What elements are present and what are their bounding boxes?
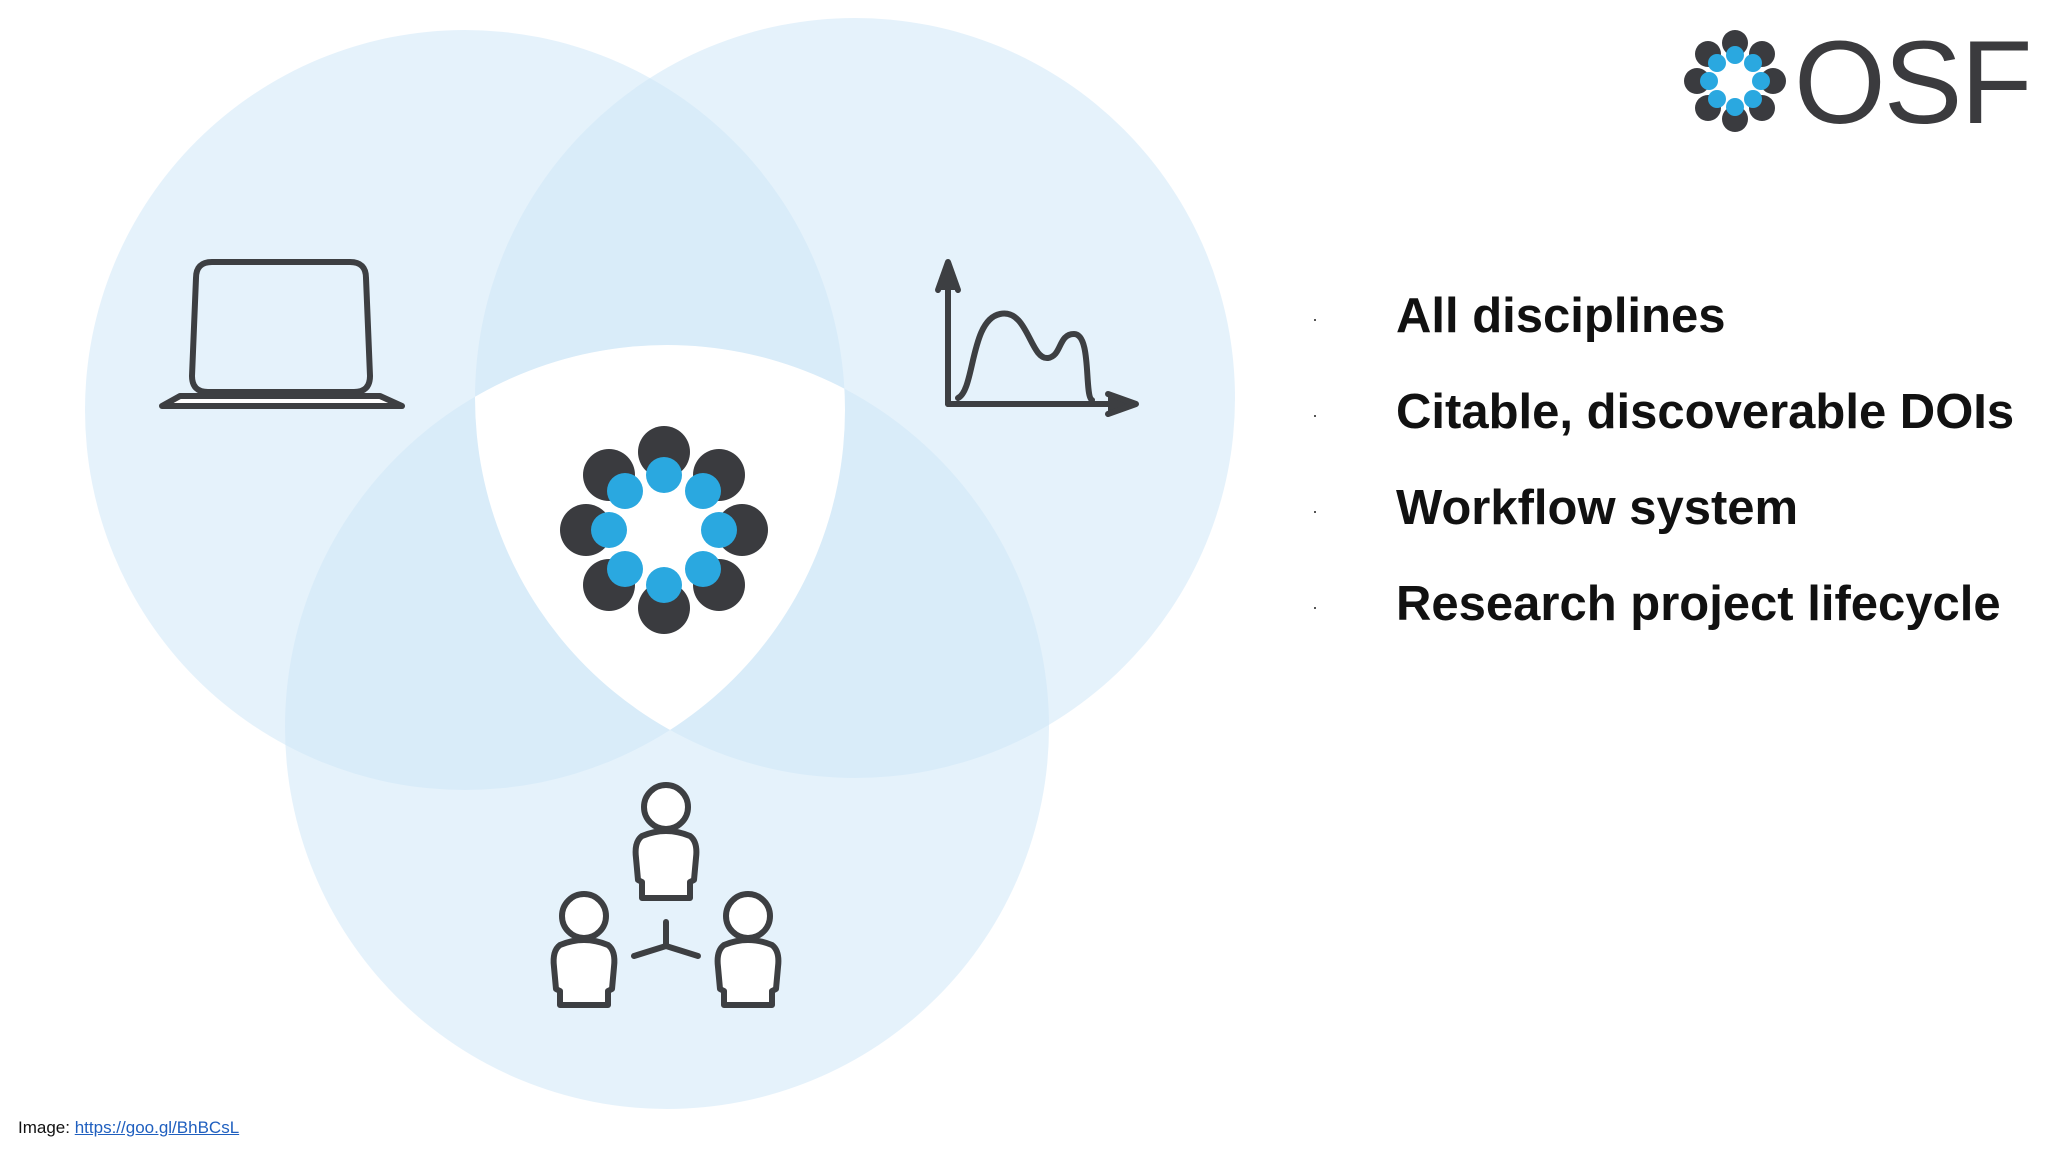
bullet-marker xyxy=(1314,511,1316,513)
osf-brand-logo: OSF xyxy=(1680,22,2040,142)
list-item: Research project lifecycle xyxy=(1310,556,2014,652)
list-item-text: Citable, discoverable DOIs xyxy=(1396,385,2015,439)
osf-logo-icon xyxy=(560,426,768,634)
bullet-marker xyxy=(1314,415,1316,417)
chart-icon xyxy=(935,259,1139,417)
list-item-text: Workflow system xyxy=(1396,481,1799,535)
osf-logo-text: OSF xyxy=(1794,17,2033,149)
list-item: Citable, discoverable DOIs xyxy=(1310,364,2014,460)
image-caption: Image: https://goo.gl/BhBCsL xyxy=(18,1118,239,1138)
venn-diagram xyxy=(85,18,1235,1109)
bullet-marker xyxy=(1314,607,1316,609)
caption-label: Image: xyxy=(18,1118,70,1137)
list-item-text: All disciplines xyxy=(1396,289,1726,343)
bullet-marker xyxy=(1314,319,1316,321)
osf-mark-icon xyxy=(1684,30,1786,132)
list-item: All disciplines xyxy=(1310,268,2014,364)
caption-link[interactable]: https://goo.gl/BhBCsL xyxy=(74,1118,240,1137)
list-item: Workflow system xyxy=(1310,460,2014,556)
list-item-text: Research project lifecycle xyxy=(1396,577,2001,631)
people-icon xyxy=(550,782,782,1008)
laptop-icon xyxy=(159,259,405,409)
venn-circles xyxy=(85,18,1235,1109)
feature-list: All disciplines Citable, discoverable DO… xyxy=(1310,268,2014,652)
